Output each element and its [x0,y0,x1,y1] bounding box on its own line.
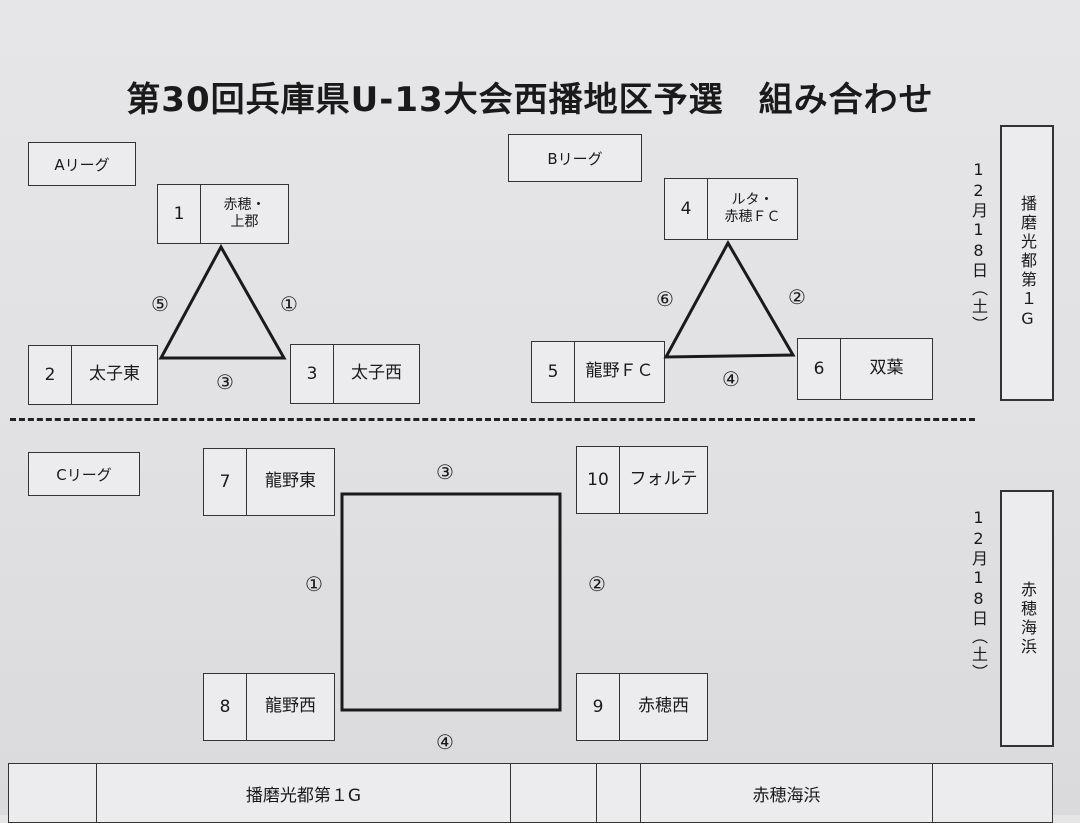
team-name: 太子東 [89,364,140,385]
venue-upper-name: 播磨光都第１G [1018,195,1037,331]
match-4-mark: ④ [722,367,740,391]
square-c [340,492,562,712]
section-divider [10,418,975,421]
team-box-8: 8 龍野西 [203,673,335,741]
triangle-b [663,239,796,359]
league-c-label: Cリーグ [28,452,140,496]
team-box-1: 1 赤穂・ 上郡 [157,184,289,244]
team-box-9: 9 赤穂西 [576,673,708,741]
team-box-3: 3 太子西 [290,344,420,404]
match-1-mark: ① [280,292,298,316]
venue-box-upper: 播磨光都第１G [1000,125,1054,401]
team-name: 龍野ＦＣ [585,361,654,382]
match-c2-mark: ② [588,572,606,596]
team-box-6: 6 双葉 [797,338,933,400]
schedule-table: 播磨光都第１G 赤穂海浜 [8,763,1053,823]
team-box-10: 10 フォルテ [576,446,708,514]
team-name: 龍野西 [265,696,316,717]
match-c3-mark: ③ [436,460,454,484]
match-c4-mark: ④ [436,730,454,754]
date-upper: 12月18日（土） [969,160,988,334]
match-5-mark: ⑤ [151,292,169,316]
match-2-mark: ② [788,285,806,309]
team-name: 双葉 [869,358,904,379]
table-row: 播磨光都第１G 赤穂海浜 [8,763,1053,823]
team-number: 10 [577,447,620,513]
team-number: 6 [798,339,841,399]
venue-box-lower: 赤穂海浜 [1000,490,1054,747]
match-6-mark: ⑥ [656,287,674,311]
table-cell [932,763,1053,823]
league-b-label: Bリーグ [508,134,642,182]
team-number: 7 [204,449,247,515]
team-box-7: 7 龍野東 [203,448,335,516]
team-box-4: 4 ルタ・ 赤穂ＦＣ [664,178,798,240]
team-number: 1 [158,185,201,243]
match-c1-mark: ① [305,572,323,596]
team-name: 龍野東 [265,471,316,492]
triangle-a [158,243,287,360]
team-name: 赤穂西 [638,696,689,717]
league-a-label: Aリーグ [28,142,136,186]
table-cell [596,763,641,823]
team-number: 3 [291,345,334,403]
team-name: 赤穂・ 上郡 [223,196,266,231]
team-number: 4 [665,179,708,239]
team-name: ルタ・ 赤穂ＦＣ [724,191,781,226]
team-number: 9 [577,674,620,740]
team-number: 2 [29,346,72,404]
page-title: 第30回兵庫県U-13大会西播地区予選 組み合わせ [126,80,934,120]
match-3-mark: ③ [216,370,234,394]
table-cell [8,763,97,823]
table-cell [510,763,597,823]
venue-lower-name: 赤穂海浜 [1018,580,1037,657]
schedule-venue2-header: 赤穂海浜 [640,763,933,823]
team-name: フォルテ [629,469,698,490]
team-number: 5 [532,342,575,402]
date-lower: 12月18日（土） [969,508,988,682]
team-name: 太子西 [351,363,402,384]
team-number: 8 [204,674,247,740]
schedule-venue1-header: 播磨光都第１G [96,763,511,823]
team-box-2: 2 太子東 [28,345,158,405]
team-box-5: 5 龍野ＦＣ [531,341,665,403]
